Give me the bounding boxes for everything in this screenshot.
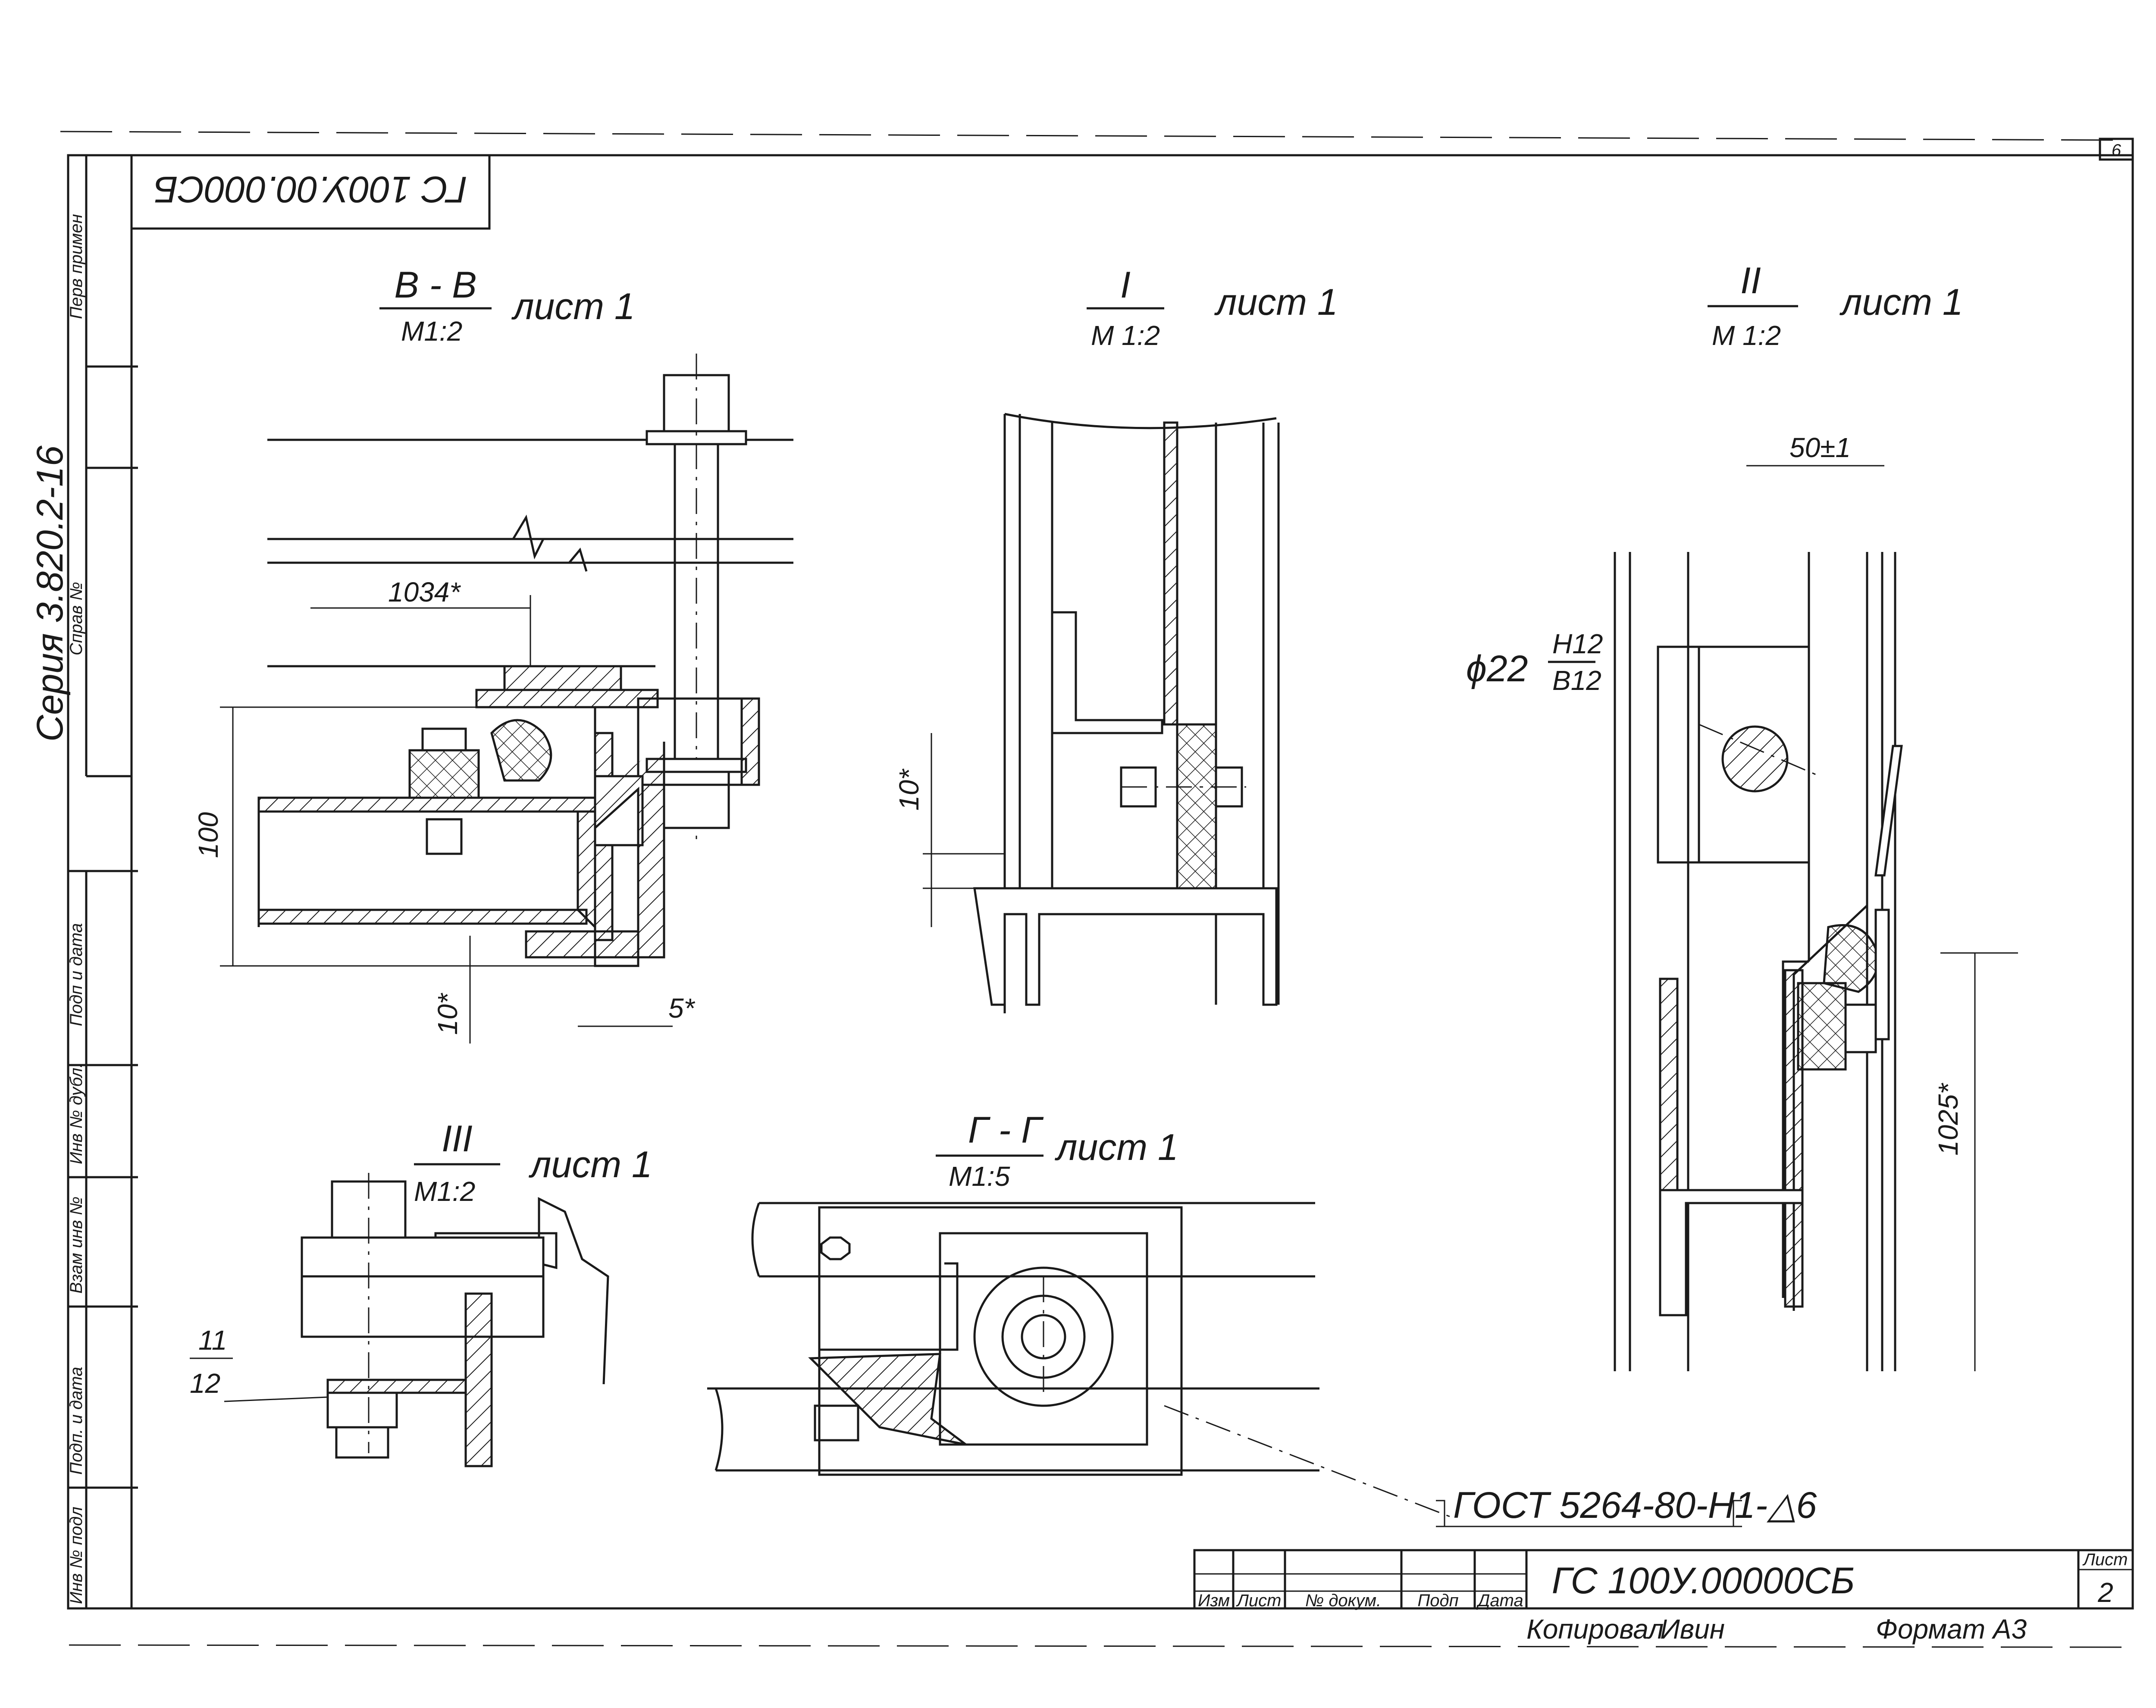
tb-designation: ГС 100У.00000СБ [1552, 1560, 1855, 1601]
footer-format: Формат А3 [1876, 1614, 2027, 1645]
tb-header-izm: Изм [1198, 1591, 1230, 1610]
dim-10-v1: 10* [893, 768, 924, 811]
callout-12: 12 [190, 1368, 220, 1399]
side-cell-3: Серия 3.820.2-16 [29, 445, 71, 742]
view-bb-scale: М1:2 [401, 316, 462, 347]
dim-1034: 1034* [388, 577, 461, 608]
side-cell-2: Справ № [67, 582, 86, 655]
view-1-title: I [1120, 264, 1131, 306]
view-3-scale: М1:2 [414, 1176, 475, 1207]
footer: Копировал Ивин Формат А3 [1526, 1614, 2027, 1645]
view-bb: В - В М1:2 лист 1 [193, 264, 793, 1044]
side-cell-5: Инв № дубл. [67, 1063, 86, 1164]
dim-b12: B12 [1552, 665, 1601, 696]
dim-10-bb: 10* [432, 993, 463, 1035]
dim-phi22: ϕ22 [1466, 648, 1528, 689]
callout-11: 11 [198, 1325, 227, 1356]
dim-1025: 1025* [1933, 1083, 1964, 1156]
tb-sheet-number: 2 [2097, 1577, 2113, 1608]
footer-copied: Копировал [1526, 1614, 1664, 1645]
dim-h12: H12 [1552, 628, 1603, 659]
view-1: I М 1:2 лист 1 10* [893, 264, 1338, 1013]
side-cell-7: Подп. и дата [67, 1367, 86, 1475]
tb-header-data: Дата [1476, 1591, 1523, 1610]
view-1-sheet: лист 1 [1214, 282, 1338, 323]
title-block: Изм Лист № докум. Подп Дата ГС 100У.0000… [1193, 1549, 2134, 1610]
corner-number: 6 [2112, 141, 2122, 160]
side-cell-4: Подп и дата [67, 923, 86, 1026]
tb-header-dokum: № докум. [1305, 1591, 1381, 1610]
view-gg-sheet: лист 1 [1054, 1127, 1178, 1168]
view-2-scale: М 1:2 [1712, 320, 1781, 351]
view-2: II М 1:2 лист 1 50±1 ϕ22 H12 B12 1025* [1466, 260, 2018, 1371]
view-2-sheet: лист 1 [1839, 282, 1963, 323]
view-1-scale: М 1:2 [1091, 320, 1160, 351]
view-bb-title: В - В [394, 264, 476, 306]
sheet-frame [60, 131, 2134, 1648]
dim-5: 5* [668, 993, 696, 1024]
dim-100: 100 [193, 812, 224, 858]
tb-header-list: Лист [1236, 1591, 1282, 1610]
weld-note: ГОСТ 5264-80-Н1-△6 [1164, 1405, 1817, 1527]
side-cell-1: Перв примен [67, 214, 86, 319]
inverted-stamp: ГС 100У.00.000СБ [130, 154, 491, 230]
view-gg-title: Г - Г [968, 1109, 1044, 1151]
view-bb-sheet: лист 1 [511, 286, 635, 327]
view-gg-scale: М1:5 [949, 1161, 1010, 1192]
tb-sheet-label: Лист [2082, 1550, 2128, 1569]
inverted-stamp-text: ГС 100У.00.000СБ [154, 169, 467, 210]
view-3: III М1:2 лист 1 11 12 [190, 1118, 652, 1467]
view-3-sheet: лист 1 [528, 1144, 652, 1185]
view-gg: Г - Г М1:5 лист 1 [707, 1109, 1319, 1476]
side-cell-6: Взам инв № [67, 1197, 86, 1294]
footer-signature: Ивин [1660, 1614, 1725, 1645]
corner-number-box: 6 [2099, 138, 2134, 161]
tb-header-podp: Подп [1417, 1591, 1458, 1610]
side-cell-8: Инв № подл [67, 1507, 86, 1604]
weld-note-text: ГОСТ 5264-80-Н1-△6 [1453, 1485, 1817, 1526]
view-3-title: III [442, 1118, 473, 1160]
view-2-title: II [1740, 260, 1761, 301]
side-table: Перв примен Справ № Серия 3.820.2-16 Под… [29, 155, 138, 1608]
dim-50: 50±1 [1789, 432, 1851, 463]
